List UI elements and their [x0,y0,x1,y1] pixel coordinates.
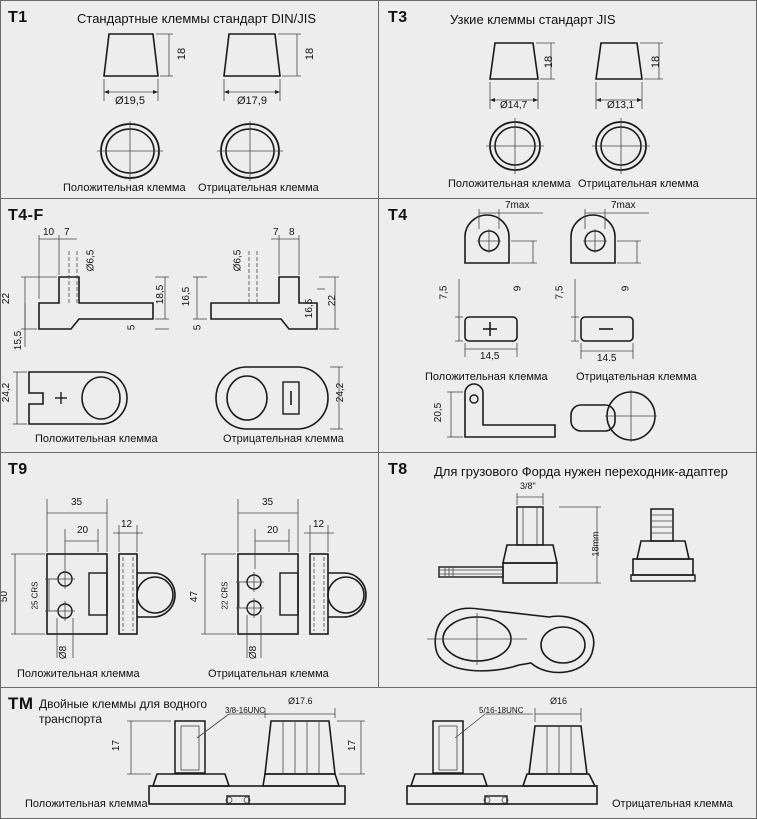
negative-terminal-label: Отрицательная клемма [578,178,699,190]
dim-max: 7max [611,200,636,211]
dim-thread1: 3/8-16UNC [225,706,266,715]
t8-drawing [427,493,696,674]
dim-w35: 35 [71,497,83,508]
dim-h18: 18mm [590,531,601,557]
panel-t9: T9 35 20 12 50 25 CRS Ø8 35 20 12 47 22 … [0,452,379,688]
t4f-drawing [13,235,343,430]
dim-w12: 12 [313,519,325,530]
panel-t1: T1 Стандартные клеммы стандарт DIN/JIS 1… [0,0,379,199]
dim-h17: 17 [347,739,359,752]
dim-h75: 7,5 [438,285,450,300]
dim-h47: 47 [189,590,201,603]
dim-d16: Ø16 [550,696,568,706]
positive-terminal-label: Положительная клемма [35,433,158,445]
dim-hole: Ø8 [58,645,70,660]
t3-drawing [486,42,663,174]
dim-pos-diameter: Ø19,5 [115,95,145,107]
panel-code: T1 [8,9,28,26]
dim-b: 7 [64,227,70,238]
dim-h50: 50 [0,590,11,603]
panel-title-line2: транспорта [39,712,103,726]
panel-code: T4-F [8,207,44,224]
panel-tm: TM Двойные клеммы для водного транспорта… [0,687,757,819]
positive-terminal-label: Положительная клемма [63,182,186,194]
dim-neg-diameter: Ø17,9 [237,95,267,107]
dim-h5: 5 [192,324,204,331]
panel-code: T8 [388,461,408,478]
dim-pos-diameter: Ø14,7 [500,100,528,111]
dim-w24: 24,2 [1,382,13,403]
panel-title: Узкие клеммы стандарт JIS [450,12,616,27]
negative-terminal-label: Отрицательная клемма [198,182,319,194]
dim-h205: 20,5 [433,402,445,423]
dim-w24: 24,2 [335,382,347,403]
dim-neg-diameter: Ø13,1 [607,100,635,111]
dim-h9: 9 [620,285,632,292]
dim-w35: 35 [262,497,274,508]
panel-t3: T3 Узкие клеммы стандарт JIS 18 18 Ø14,7… [378,0,757,199]
dim-h75: 7,5 [554,285,566,300]
panel-title: Стандартные клеммы стандарт DIN/JIS [77,11,316,26]
dim-thread2: 5/16-18UNC [479,706,524,715]
dim-a: 10 [43,227,55,238]
positive-terminal-label: Положительная клемма [425,371,548,383]
dim-d176: Ø17.6 [288,696,313,706]
t4-drawing [447,209,657,442]
negative-terminal-label: Отрицательная клемма [612,798,733,810]
dim-thread: 3/8" [520,481,536,491]
dim-h17: 17 [111,739,123,752]
dim-h18: 18,5 [155,284,167,305]
dim-w20: 20 [267,525,279,536]
panel-t8: T8 Для грузового Форда нужен переходник-… [378,452,757,688]
panel-code: T9 [8,461,28,478]
tm-drawing [127,708,598,805]
dim-height: 18 [176,47,189,61]
positive-terminal-label: Положительная клемма [17,668,140,680]
dim-crs22: 22 CRS [220,581,230,610]
positive-terminal-label: Положительная клемма [448,178,571,190]
dim-crs25: 25 CRS [30,581,40,610]
panel-t4f: T4-F 10 7 Ø6,5 22 15,5 18,5 5 7 8 Ø6,5 1… [0,198,379,453]
dim-height: 18 [543,55,556,69]
dim-hole: Ø6,5 [85,249,97,272]
dim-c: 7 [273,227,279,238]
dim-h22: 22 [1,292,13,305]
dim-w145: 14.5 [597,353,617,364]
t9-drawing [11,499,367,658]
dim-height: 18 [650,55,663,69]
dim-w12: 12 [121,519,133,530]
dim-h9: 9 [512,285,524,292]
dim-h5: 5 [126,324,138,331]
t1-drawing [97,33,301,181]
panel-title-line1: Двойные клеммы для водного [39,697,208,711]
dim-w20: 20 [77,525,89,536]
positive-terminal-label: Положительная клемма [25,798,148,810]
dim-max: 7max [505,200,530,211]
panel-code: TM [8,694,34,713]
dim-hole: Ø6,5 [232,249,244,272]
dim-hole: Ø8 [248,645,260,660]
negative-terminal-label: Отрицательная клемма [208,668,329,680]
negative-terminal-label: Отрицательная клемма [223,433,344,445]
dim-height: 18 [304,47,317,61]
negative-terminal-label: Отрицательная клемма [576,371,697,383]
dim-h16: 16,5 [181,286,193,307]
panel-code: T3 [388,9,408,26]
dim-h22: 22 [327,294,339,307]
panel-title: Для грузового Форда нужен переходник-ада… [434,464,728,479]
dim-h16: 16,5 [304,298,316,319]
dim-w145: 14,5 [480,351,500,362]
panel-t4: T4 7max 7max 9 9 7,5 7,5 14,5 14.5 Полож… [378,198,757,453]
dim-d: 8 [289,227,295,238]
dim-h15: 15,5 [13,330,25,351]
panel-code: T4 [388,207,408,224]
